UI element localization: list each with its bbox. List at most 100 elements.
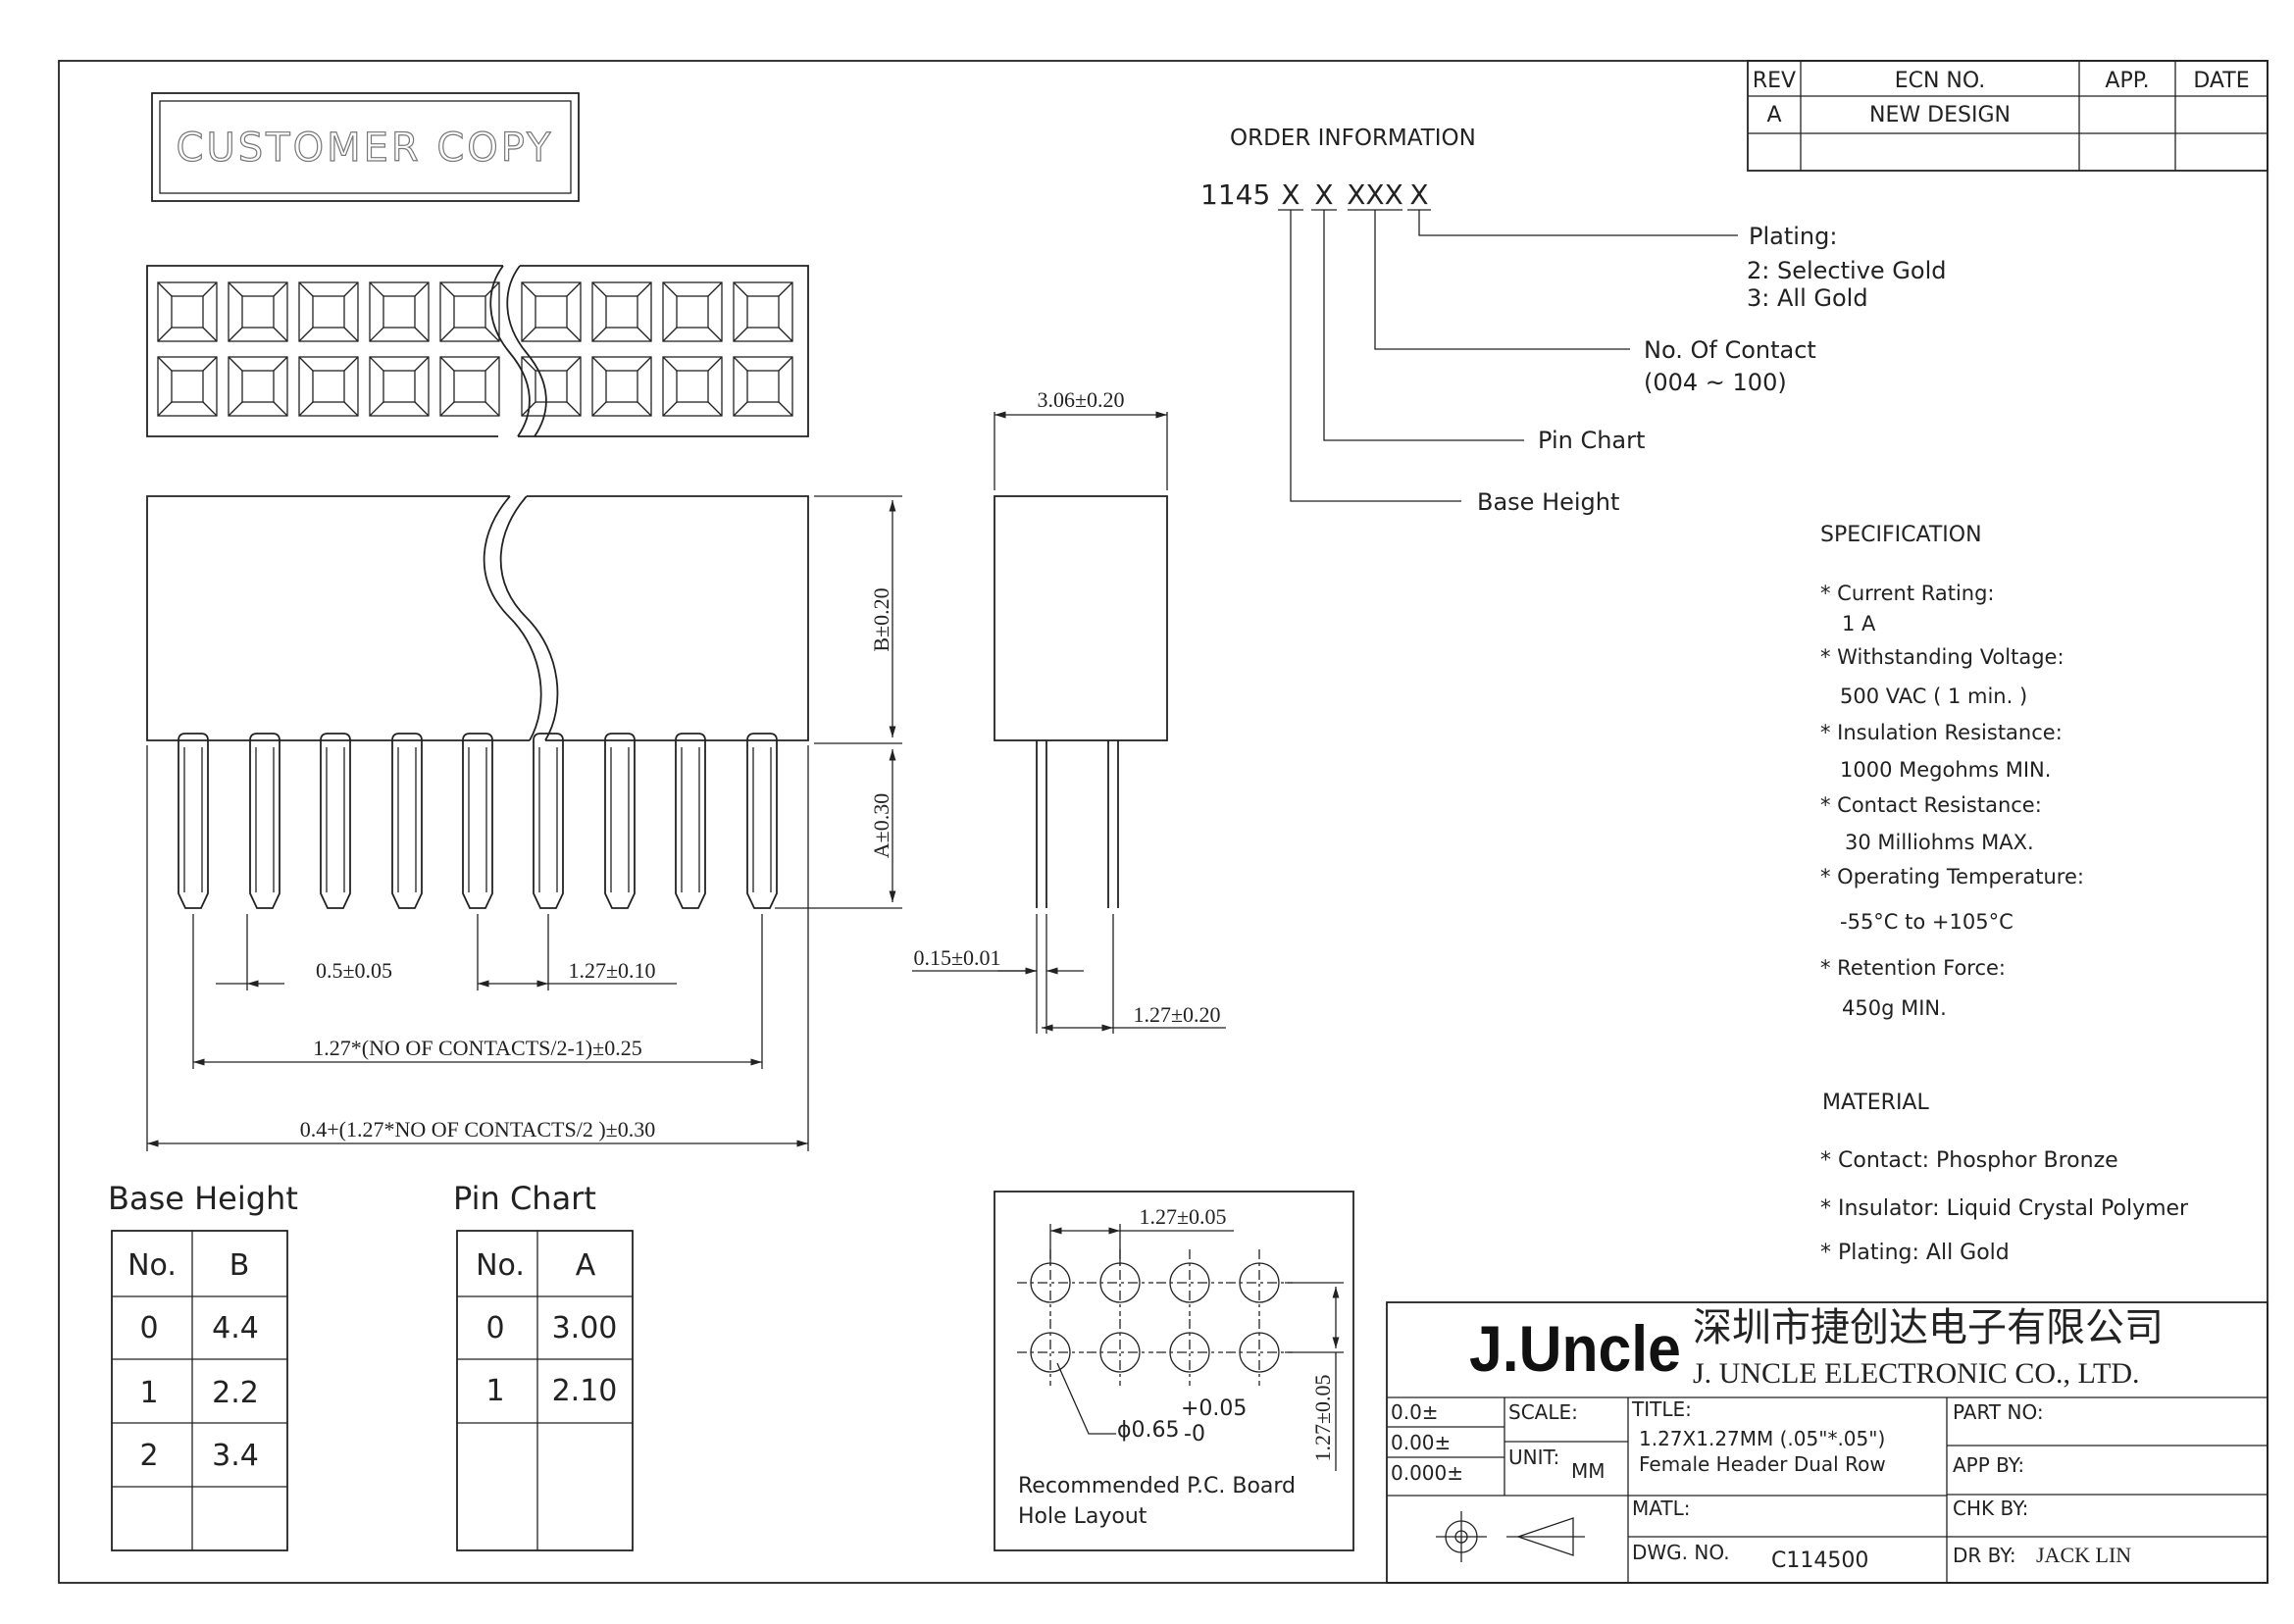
base-row2-b: 3.4 [212,1439,259,1473]
plating-option-selective: 2: Selective Gold [1747,257,1946,284]
pin-row1-a: 2.10 [552,1374,618,1408]
pin-col-no: No. [476,1248,525,1283]
app-header: APP. [2105,69,2149,93]
base-row0-no: 0 [139,1311,158,1345]
dim-pin-width: 0.5±0.05 [316,958,392,983]
front-pin [462,733,493,909]
code-plating: X [1409,178,1428,211]
front-view-dimensions: B±0.20 A±0.30 0.5±0.05 1.27±0.10 1.27*(N… [146,495,902,1151]
dim-pitch: 1.27±0.10 [568,958,655,983]
pin-chart-title: Pin Chart [453,1180,596,1217]
material-contact: * Contact: Phosphor Bronze [1820,1148,2118,1173]
socket-cell [521,281,582,342]
scale-label: SCALE: [1508,1400,1578,1424]
chk-by-label: CHK BY: [1953,1497,2028,1520]
spec-temp-value: -55°C to +105°C [1840,910,2014,934]
code-base-height: X [1281,178,1300,211]
front-pin [533,733,564,909]
spec-contact-res-label: * Contact Resistance: [1820,793,2042,817]
socket-cell [591,281,652,342]
connector-top-view [146,265,809,437]
pcb-hole-diameter: ϕ0.65 [1117,1418,1180,1443]
dim-overall: 0.4+(1.27*NO OF CONTACTS/2 )±0.30 [300,1117,656,1142]
spec-retention-label: * Retention Force: [1820,956,2006,980]
front-pin [675,733,706,909]
connector-front-view [146,495,809,909]
pcb-tol-minus: -0 [1184,1422,1205,1446]
spec-contact-res-value: 30 Milliohms MAX. [1845,831,2034,854]
socket-cell [439,356,500,417]
plating-option-all: 3: All Gold [1747,284,1868,312]
dim-row-pitch: 1.27±0.20 [1133,1002,1220,1027]
drawing-frame [58,60,2269,1584]
pcb-hole [1087,1319,1153,1386]
socket-cell [298,356,359,417]
pin-row0-no: 0 [485,1311,504,1345]
pin-row0-a: 3.00 [552,1311,618,1345]
socket-cell [157,356,218,417]
base-col-b: B [229,1248,250,1283]
pin-chart-table: Pin Chart No. A 0 3.00 1 2.10 [453,1180,634,1551]
pcb-hole [1017,1319,1084,1386]
pcb-hole [1156,1319,1223,1386]
base-col-no: No. [127,1248,177,1283]
company-name-en: J. UNCLE ELECTRONIC CO., LTD. [1693,1357,2140,1390]
spec-current-value: 1 A [1842,612,1876,635]
title-line-2: Female Header Dual Row [1639,1452,1886,1476]
socket-cell [228,281,288,342]
front-pin [391,733,423,909]
title-label: TITLE: [1631,1397,1692,1421]
plating-label: Plating: [1749,223,1837,250]
dwg-label: DWG. NO. [1632,1541,1730,1564]
connector-side-view: 3.06±0.20 0.15±0.01 1.27±0.20 [912,387,1226,1034]
socket-cell [733,281,793,342]
pcb-tol-plus: +0.05 [1181,1396,1247,1421]
unit-value: MM [1571,1459,1606,1483]
front-pin [178,733,209,909]
front-pin [320,733,351,909]
socket-cell [369,281,430,342]
ecn-header: ECN NO. [1895,69,1986,93]
rev-header: REV [1753,69,1796,93]
app-by-label: APP BY: [1953,1453,2024,1477]
order-information: ORDER INFORMATION 1145 X X XXX X Plating… [1200,126,1946,516]
front-pin [746,733,778,909]
pcb-caption-1: Recommended P.C. Board [1018,1474,1296,1498]
dim-b-height: B±0.20 [869,587,893,651]
pin-col-a: A [576,1248,596,1283]
base-row2-no: 2 [139,1439,158,1473]
part-no-label: PART NO: [1953,1400,2044,1424]
pcb-hole [1226,1319,1293,1386]
spec-voltage-value: 500 VAC ( 1 min. ) [1840,685,2027,708]
material-plating: * Plating: All Gold [1820,1241,2010,1265]
projection-symbol-icon [1436,1511,1585,1562]
tolerance-1: 0.0± [1391,1400,1439,1424]
base-row1-b: 2.2 [212,1376,259,1410]
dwg-number: C114500 [1771,1548,1868,1573]
code-pin-chart: X [1314,178,1333,211]
spec-title: SPECIFICATION [1820,523,1982,547]
socket-cell [591,356,652,417]
socket-cell [662,356,723,417]
rev-value: A [1766,103,1781,127]
pcb-holes [1017,1249,1293,1386]
front-pin [249,733,280,909]
contacts-range: (004 ~ 100) [1644,369,1787,396]
front-pin [604,733,636,909]
socket-cell [521,356,582,417]
spec-insulation-label: * Insulation Resistance: [1820,721,2063,744]
order-info-title: ORDER INFORMATION [1230,126,1476,151]
pcb-hole-layout: 1.27±0.05 1.27±0.05 ϕ0.65 +0.05 -0 Recom… [994,1191,1354,1551]
dim-span: 1.27*(NO OF CONTACTS/2-1)±0.25 [313,1036,641,1060]
revision-block: REV ECN NO. APP. DATE A NEW DESIGN [1747,60,2269,172]
contacts-label: No. Of Contact [1644,336,1816,364]
base-height-label: Base Height [1477,488,1619,516]
tolerance-2: 0.00± [1391,1431,1451,1454]
pcb-pitch-h: 1.27±0.05 [1139,1204,1226,1229]
date-header: DATE [2193,69,2249,93]
dim-a-height: A±0.30 [869,793,893,858]
base-row0-b: 4.4 [212,1311,259,1345]
company-name-cn: 深圳市捷创达电子有限公司 [1693,1305,2164,1349]
socket-cell [298,281,359,342]
pcb-pitch-v: 1.27±0.05 [1310,1374,1335,1461]
